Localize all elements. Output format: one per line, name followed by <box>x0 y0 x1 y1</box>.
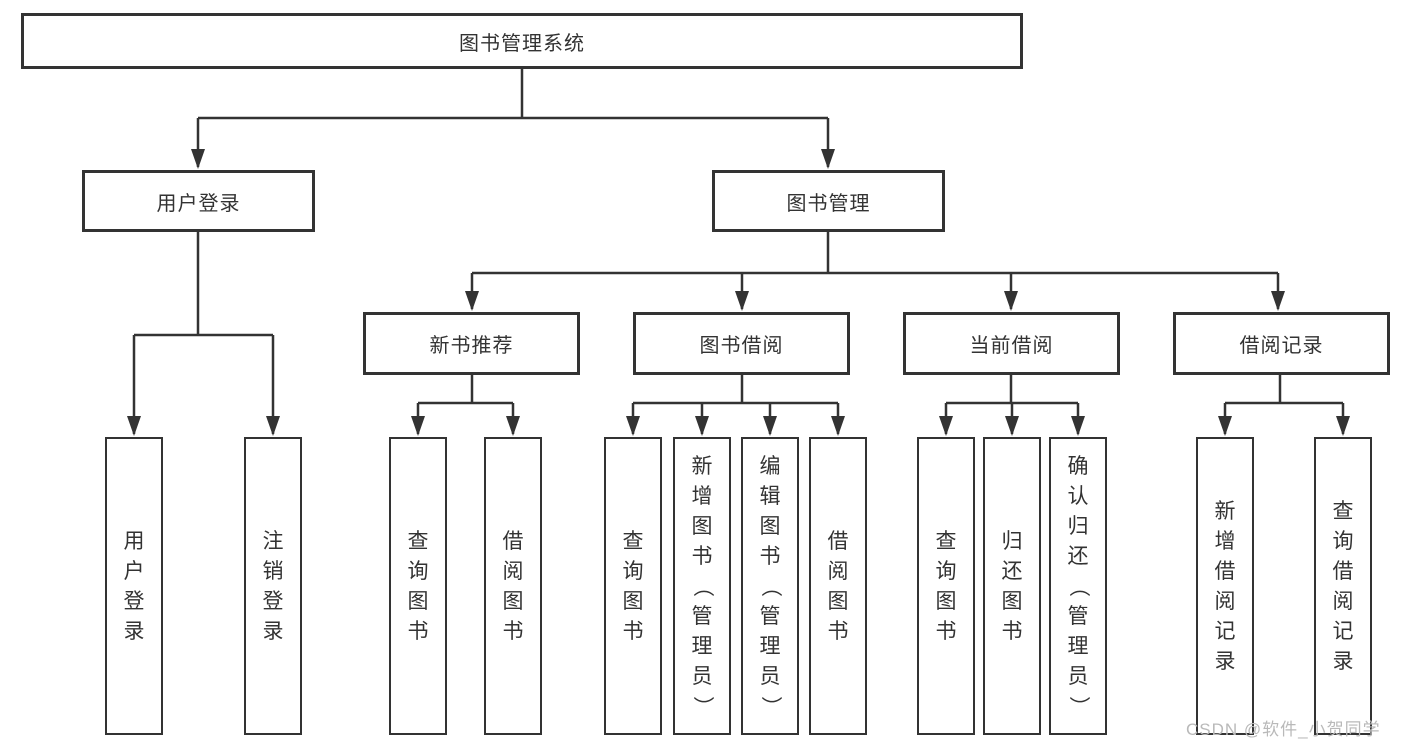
leaf-borrow-books-borrowing-label: 借阅图书 <box>827 529 849 643</box>
leaf-add-book-admin: 新增图书（管理员） <box>673 437 731 735</box>
leaf-logout: 注销登录 <box>244 437 302 735</box>
leaf-return-book: 归还图书 <box>983 437 1041 735</box>
node-current-borrowing: 当前借阅 <box>903 312 1120 375</box>
leaf-return-book-label: 归还图书 <box>1001 529 1023 643</box>
leaf-borrow-books-recommend: 借阅图书 <box>484 437 542 735</box>
leaf-borrow-books-borrowing: 借阅图书 <box>809 437 867 735</box>
leaf-query-books-borrowing: 查询图书 <box>604 437 662 735</box>
leaf-edit-book-admin-label: 编辑图书（管理员） <box>758 454 782 717</box>
leaf-query-books-recommend-label: 查询图书 <box>407 529 429 643</box>
node-book-management: 图书管理 <box>712 170 945 232</box>
leaf-user-login-label: 用户登录 <box>123 529 145 643</box>
leaf-query-borrow-record-label: 查询借阅记录 <box>1332 499 1354 673</box>
node-user-login: 用户登录 <box>82 170 315 232</box>
leaf-query-books-current-label: 查询图书 <box>935 529 957 643</box>
node-library-management-system: 图书管理系统 <box>21 13 1023 69</box>
node-borrowing-records: 借阅记录 <box>1173 312 1390 375</box>
leaf-edit-book-admin: 编辑图书（管理员） <box>741 437 799 735</box>
leaf-query-borrow-record: 查询借阅记录 <box>1314 437 1372 735</box>
leaf-borrow-books-recommend-label: 借阅图书 <box>502 529 524 643</box>
leaf-logout-label: 注销登录 <box>262 529 284 643</box>
leaf-add-borrow-record-label: 新增借阅记录 <box>1214 499 1236 673</box>
leaf-query-books-recommend: 查询图书 <box>389 437 447 735</box>
leaf-query-books-current: 查询图书 <box>917 437 975 735</box>
leaf-confirm-return-admin-label: 确认归还（管理员） <box>1066 454 1090 717</box>
leaf-add-book-admin-label: 新增图书（管理员） <box>690 454 714 717</box>
csdn-watermark: CSDN @软件_小贺同学 <box>1186 720 1381 739</box>
leaf-confirm-return-admin: 确认归还（管理员） <box>1049 437 1107 735</box>
node-new-book-recommendation: 新书推荐 <box>363 312 580 375</box>
leaf-add-borrow-record: 新增借阅记录 <box>1196 437 1254 735</box>
leaf-query-books-borrowing-label: 查询图书 <box>622 529 644 643</box>
node-book-borrowing: 图书借阅 <box>633 312 850 375</box>
leaf-user-login: 用户登录 <box>105 437 163 735</box>
